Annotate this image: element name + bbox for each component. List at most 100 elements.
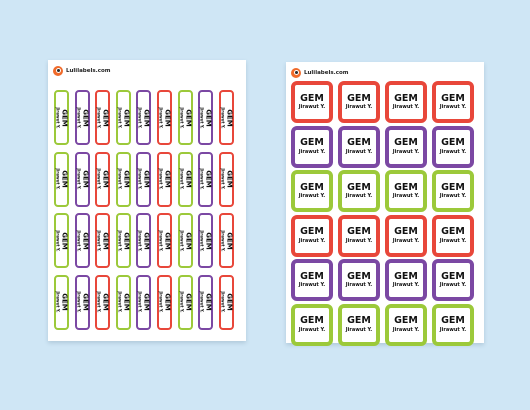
label-subtitle: Jirawut Y. — [179, 168, 185, 190]
label-name: GEM — [81, 170, 90, 188]
label-subtitle: Jirawut Y. — [199, 229, 205, 252]
label-name: GEM — [81, 108, 90, 127]
label-name: GEM — [347, 181, 371, 193]
label-subtitle: Jirawut Y. — [117, 291, 123, 313]
label-name: GEM — [300, 315, 324, 327]
label-subtitle: Jirawut Y. — [96, 106, 102, 129]
label-name: GEM — [300, 181, 324, 193]
label-subtitle: Jirawut Y. — [220, 291, 226, 313]
label-subtitle: Jirawut Y. — [137, 168, 143, 190]
label-name: GEM — [184, 293, 193, 311]
label-subtitle: Jirawut Y. — [298, 148, 326, 155]
label-subtitle: Jirawut Y. — [96, 291, 102, 313]
label-name: GEM — [184, 231, 193, 250]
label-subtitle: Jirawut Y. — [298, 193, 326, 200]
label-subtitle: Jirawut Y. — [55, 106, 61, 129]
label-name: GEM — [122, 108, 131, 127]
label-name: GEM — [163, 293, 172, 311]
label-subtitle: Jirawut Y. — [199, 106, 205, 129]
label-subtitle: Jirawut Y. — [345, 326, 373, 333]
label-subtitle: Jirawut Y. — [345, 193, 373, 200]
label-name: GEM — [347, 92, 371, 104]
label-subtitle: Jirawut Y. — [137, 229, 143, 252]
label-subtitle: Jirawut Y. — [439, 104, 467, 111]
label-subtitle: Jirawut Y. — [96, 168, 102, 190]
label-subtitle: Jirawut Y. — [345, 237, 373, 244]
label-name: GEM — [300, 270, 324, 282]
label-subtitle: Jirawut Y. — [199, 168, 205, 190]
lulilabels-logo-icon — [53, 66, 63, 76]
label-name: GEM — [441, 226, 465, 238]
label-name: GEM — [122, 231, 131, 250]
label-subtitle: Jirawut Y. — [298, 282, 326, 289]
label-subtitle: Jirawut Y. — [298, 104, 326, 111]
label-subtitle: Jirawut Y. — [55, 168, 61, 190]
label-name: GEM — [394, 226, 418, 238]
label-name: GEM — [441, 137, 465, 149]
label-subtitle: Jirawut Y. — [137, 106, 143, 129]
label-name: GEM — [81, 293, 90, 311]
label-name: GEM — [225, 293, 234, 311]
label-subtitle: Jirawut Y. — [76, 106, 82, 129]
brand-header: Lulilabels.com — [53, 66, 110, 76]
label-subtitle: Jirawut Y. — [439, 282, 467, 289]
label-subtitle: Jirawut Y. — [117, 168, 123, 190]
label-name: GEM — [142, 293, 151, 311]
